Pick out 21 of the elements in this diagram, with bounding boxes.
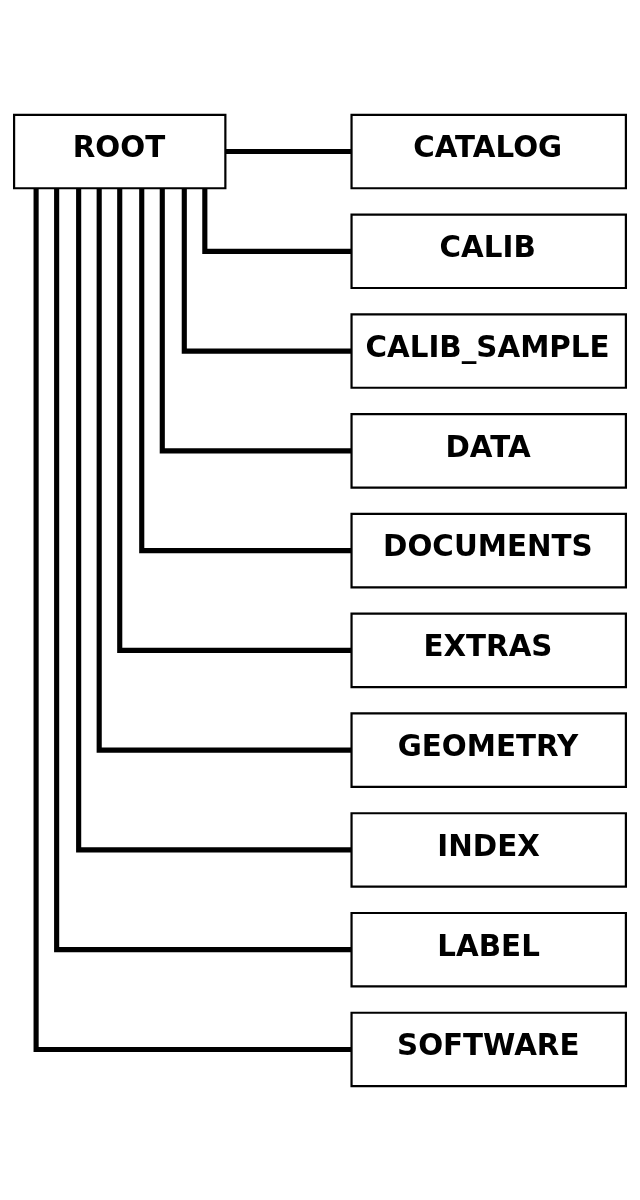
node-box: SOFTWARE — [350, 1011, 627, 1087]
connector — [159, 187, 352, 453]
connector — [117, 187, 352, 653]
node-box: LABEL — [350, 911, 627, 987]
connector — [96, 188, 352, 753]
connector — [54, 187, 352, 952]
node-box: CALIB — [350, 213, 627, 289]
node-box: INDEX — [350, 811, 627, 888]
connector — [139, 187, 352, 553]
node-box: ROOT — [13, 113, 227, 189]
connector — [181, 188, 352, 354]
connector — [33, 187, 352, 1052]
node-box: CATALOG — [350, 113, 627, 189]
connector — [202, 188, 352, 254]
connector — [76, 188, 352, 852]
node-box: EXTRAS — [350, 612, 627, 688]
node-box: CALIB_SAMPLE — [350, 312, 627, 389]
node-box: DATA — [350, 412, 627, 489]
node-box: DOCUMENTS — [350, 512, 627, 588]
node-box: GEOMETRY — [350, 711, 627, 788]
connector — [225, 148, 352, 154]
